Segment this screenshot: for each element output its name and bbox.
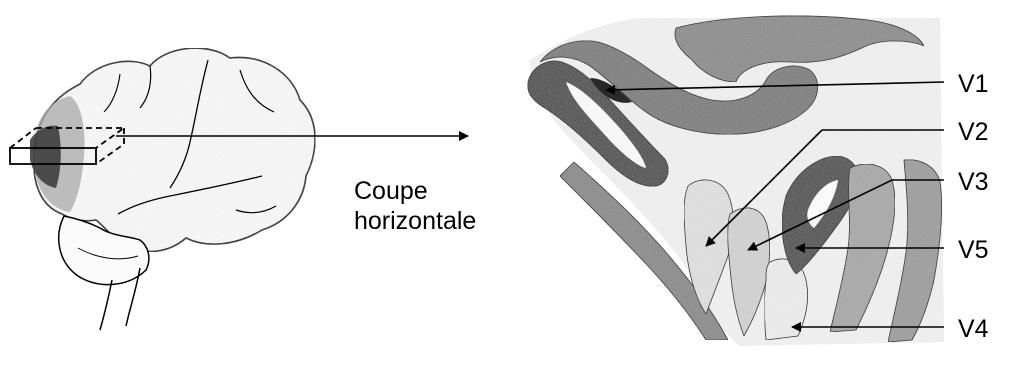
caption-line-1: Coupe <box>354 176 476 206</box>
label-v5: V5 <box>958 238 989 263</box>
label-v1: V1 <box>958 72 989 97</box>
section-caption: Coupe horizontale <box>354 176 476 236</box>
caption-line-2: horizontale <box>354 206 476 236</box>
label-v2: V2 <box>958 120 989 145</box>
label-v4: V4 <box>958 317 989 342</box>
horizontal-section <box>528 16 944 346</box>
v4-fold <box>765 259 808 340</box>
label-v3: V3 <box>958 170 989 195</box>
